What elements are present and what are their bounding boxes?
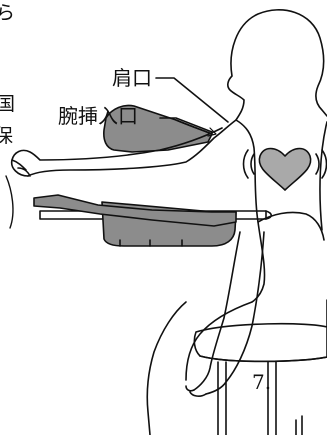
heart-shape bbox=[258, 147, 312, 191]
person-outline bbox=[227, 9, 327, 121]
cuff-device bbox=[103, 104, 213, 153]
shoulder-opening-label: 肩口 bbox=[112, 66, 152, 90]
leader-line-shoulder bbox=[155, 77, 229, 123]
edge-text-top-left: ら bbox=[0, 2, 16, 24]
arm-insert-opening-label: 腕挿入口 bbox=[58, 104, 138, 128]
edge-text-mid-left-2: 保 bbox=[0, 125, 14, 147]
leader-line-insert bbox=[159, 117, 213, 133]
stool-seat bbox=[193, 322, 327, 363]
edge-text-mid-left-1: 国 bbox=[0, 93, 16, 115]
leg bbox=[146, 301, 187, 435]
heart-icon bbox=[242, 147, 327, 191]
edge-text-bottom-right: 7. bbox=[252, 370, 272, 394]
